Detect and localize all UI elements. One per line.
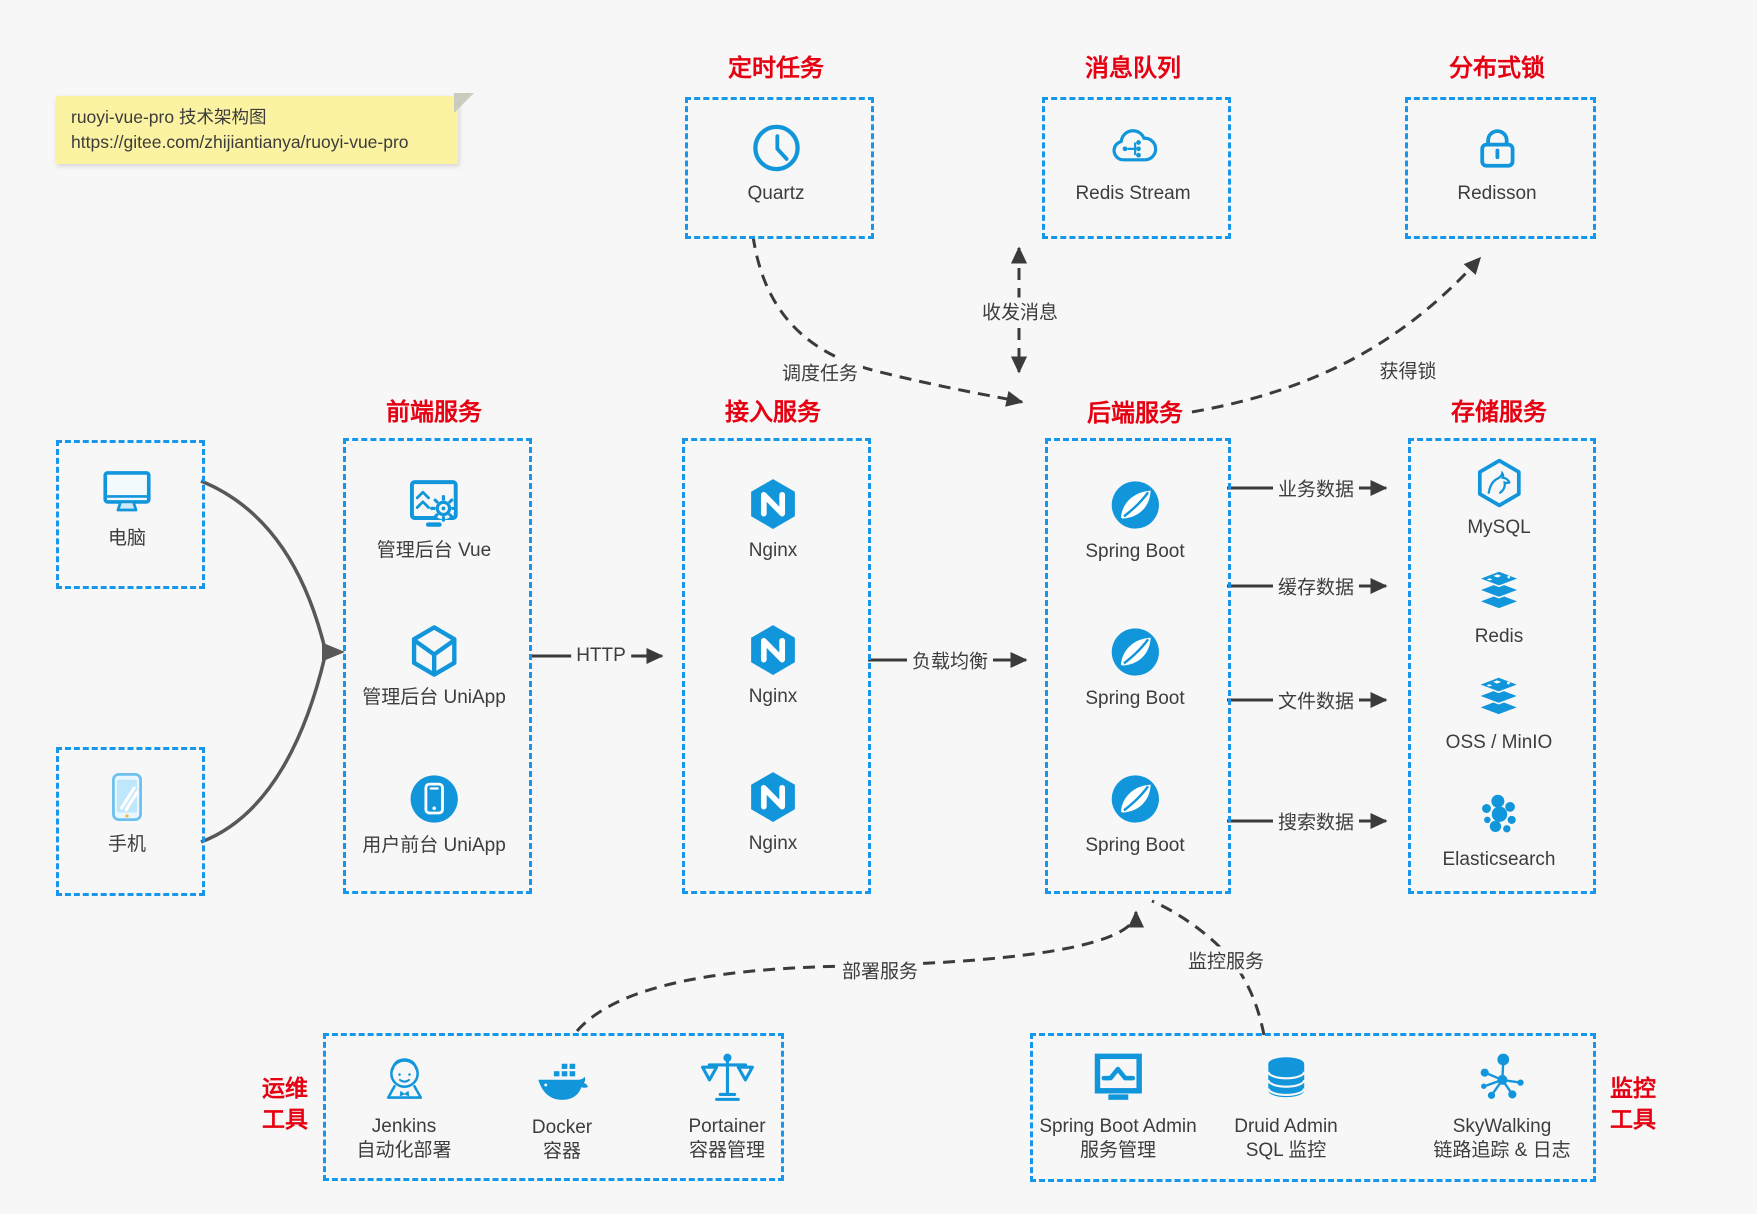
title-frontend-service: 前端服务 — [386, 399, 482, 426]
title-gateway-service: 接入服务 — [725, 399, 821, 426]
edge-label-http: HTTP — [571, 645, 631, 667]
node-nginx-1: Nginx — [745, 476, 801, 563]
node-nginx-3: Nginx — [745, 769, 801, 856]
monitor-chart-icon — [1089, 1050, 1147, 1108]
backend-service-box — [1045, 438, 1231, 894]
node-computer: 电脑 — [98, 462, 156, 551]
lock-icon — [1470, 121, 1524, 175]
desktop-icon — [98, 462, 156, 520]
title-storage-service: 存储服务 — [1451, 399, 1547, 426]
edge-acquire-lock — [1191, 256, 1482, 414]
title-distributed-lock: 分布式锁 — [1449, 55, 1545, 82]
tool-name: Docker — [531, 1117, 593, 1138]
edge-label-monitor-service: 监控服务 — [1182, 946, 1270, 974]
edge-label-load-balance: 负载均衡 — [906, 646, 994, 674]
node-spring-boot-1: Spring Boot — [1085, 477, 1185, 564]
edge-label-schedule-job: 调度任务 — [776, 358, 864, 386]
edge-label-search-data: 搜索数据 — [1272, 807, 1360, 835]
tool-desc: 自动化部署 — [356, 1140, 452, 1161]
mysql-icon — [1473, 457, 1525, 509]
distributed-lock-box — [1405, 97, 1596, 239]
nginx-icon — [745, 769, 801, 825]
edge-label-file-data: 文件数据 — [1272, 686, 1360, 714]
spring-boot-icon — [1107, 477, 1163, 533]
node-mysql: MySQL — [1467, 457, 1531, 540]
merge-arrowhead — [322, 642, 345, 662]
edge-label-cache-data: 缓存数据 — [1272, 572, 1360, 600]
tool-desc: 服务管理 — [1079, 1140, 1156, 1161]
edge-label-send-receive: 收发消息 — [976, 297, 1064, 325]
note-title: ruoyi-vue-pro 技术架构图 — [71, 107, 267, 127]
node-jenkins: Jenkins 自动化部署 — [356, 1050, 452, 1163]
title-backend-service: 后端服务 — [1087, 400, 1183, 427]
tool-desc: 容器 — [542, 1141, 581, 1162]
cloud-share-icon — [1106, 121, 1160, 175]
title-ops-tools: 运维 工具 — [262, 1075, 308, 1132]
monitor-tools-box — [1030, 1033, 1596, 1182]
node-phone: 手机 — [98, 768, 156, 857]
tool-name: Jenkins — [371, 1116, 437, 1137]
layer-stack-icon — [1473, 566, 1525, 618]
node-docker: Docker 容器 — [532, 1053, 592, 1164]
node-nginx-2: Nginx — [745, 622, 801, 709]
database-icon — [1258, 1052, 1314, 1108]
edge-phone-to-frontend — [200, 655, 327, 844]
node-elasticsearch: Elasticsearch — [1443, 789, 1556, 872]
storage-service-box — [1408, 438, 1596, 894]
docker-whale-icon — [534, 1053, 590, 1109]
tool-name: SkyWalking — [1452, 1116, 1552, 1137]
tool-name: Druid Admin — [1234, 1116, 1338, 1137]
note-url: https://gitee.com/zhijiantianya/ruoyi-vu… — [71, 132, 409, 152]
scale-icon — [698, 1050, 756, 1108]
node-spring-boot-2: Spring Boot — [1085, 624, 1185, 711]
node-admin-uniapp: 管理后台 UniApp — [362, 623, 506, 710]
node-druid-admin: Druid Admin SQL 监控 — [1234, 1052, 1338, 1163]
tool-desc: 容器管理 — [688, 1140, 766, 1161]
tool-name: Portainer — [688, 1116, 766, 1137]
tool-desc: 链路追踪 & 日志 — [1433, 1140, 1571, 1161]
spring-boot-icon — [1107, 624, 1163, 680]
jenkins-icon — [375, 1050, 433, 1108]
title-scheduled-task: 定时任务 — [728, 55, 824, 82]
edge-label-business-data: 业务数据 — [1272, 474, 1360, 502]
layer-stack-icon — [1473, 672, 1525, 724]
nginx-icon — [745, 476, 801, 532]
gateway-service-box — [682, 438, 871, 894]
edge-label-deploy-service: 部署服务 — [836, 956, 924, 984]
node-spring-boot-admin: Spring Boot Admin 服务管理 — [1039, 1050, 1197, 1163]
topology-icon — [1473, 1050, 1531, 1108]
node-oss-minio: OSS / MinIO — [1446, 672, 1552, 755]
smartphone-icon — [98, 768, 156, 826]
node-redisson: Redisson — [1457, 121, 1537, 206]
edge-label-acquire-lock: 获得锁 — [1374, 356, 1442, 384]
admin-screen-gear-icon — [406, 476, 462, 532]
ops-tools-box — [323, 1033, 784, 1181]
spring-boot-icon — [1107, 771, 1163, 827]
node-admin-vue: 管理后台 Vue — [377, 476, 491, 563]
node-spring-boot-3: Spring Boot — [1085, 771, 1185, 858]
tool-name: Spring Boot Admin — [1039, 1116, 1197, 1137]
node-redis-stream: Redis Stream — [1075, 121, 1191, 206]
sticky-note: ruoyi-vue-pro 技术架构图 https://gitee.com/zh… — [56, 93, 474, 164]
node-redis: Redis — [1473, 566, 1525, 649]
tool-desc: SQL 监控 — [1245, 1140, 1327, 1161]
clock-icon — [749, 121, 803, 175]
node-portainer: Portainer 容器管理 — [688, 1050, 766, 1163]
node-user-uniapp: 用户前台 UniApp — [362, 771, 506, 858]
elasticsearch-icon — [1473, 789, 1525, 841]
node-skywalking: SkyWalking 链路追踪 & 日志 — [1433, 1050, 1571, 1163]
title-monitor-tools: 监控 工具 — [1610, 1075, 1656, 1132]
nginx-icon — [745, 622, 801, 678]
mobile-app-circle-icon — [406, 771, 462, 827]
note-fold-corner — [454, 93, 474, 113]
uniapp-cube-icon — [406, 623, 462, 679]
title-message-queue: 消息队列 — [1085, 55, 1181, 82]
node-quartz: Quartz — [747, 121, 805, 206]
frontend-service-box — [343, 438, 532, 894]
message-queue-box — [1042, 97, 1231, 239]
edge-computer-to-frontend — [200, 479, 327, 650]
